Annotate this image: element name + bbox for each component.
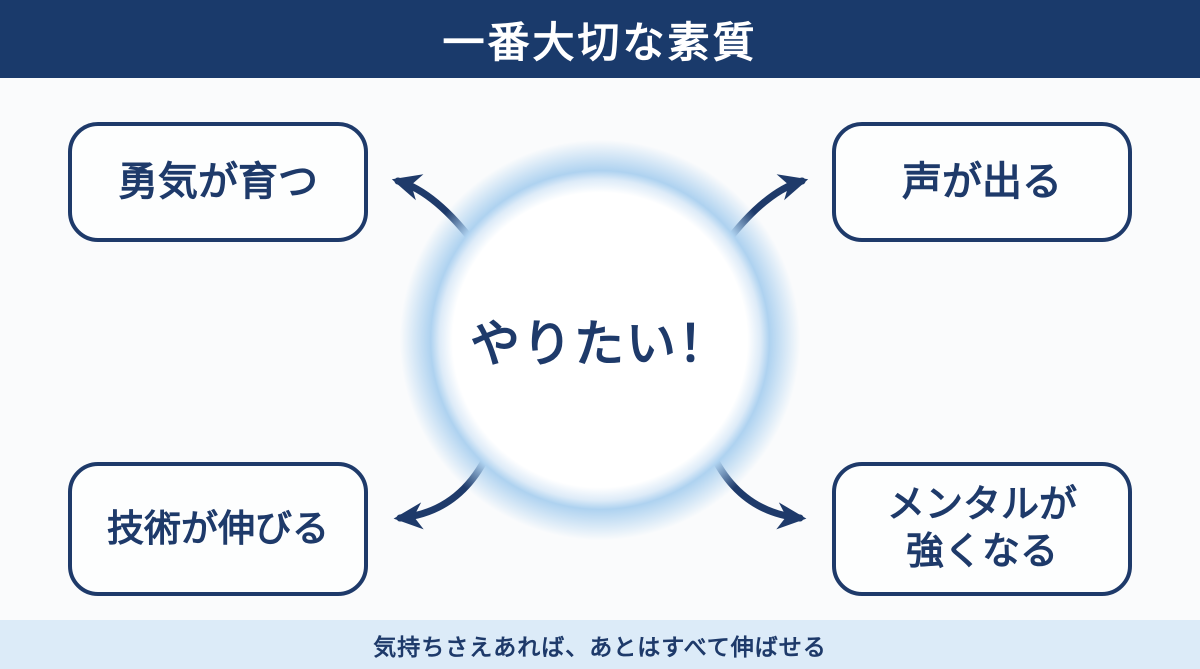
box-courage: 勇気が育つ (68, 122, 368, 242)
box-voice: 声が出る (832, 122, 1132, 242)
box-courage-label: 勇気が育つ (118, 160, 318, 204)
footer-text: 気持ちさえあれば、あとはすべて伸ばせる (373, 633, 827, 660)
footer-bar: 気持ちさえあれば、あとはすべて伸ばせる (0, 620, 1200, 669)
box-mental-label: メンタルが 強くなる (886, 483, 1077, 574)
box-skill-label: 技術が伸びる (107, 507, 329, 549)
box-skill: 技術が伸びる (68, 462, 368, 596)
box-voice-label: 声が出る (902, 160, 1062, 204)
page-title: 一番大切な素質 (442, 18, 758, 66)
title-bar: 一番大切な素質 (0, 0, 1200, 78)
center-circle: やりたい！ (380, 120, 820, 560)
center-label: やりたい！ (470, 316, 730, 372)
box-mental: メンタルが 強くなる (832, 462, 1132, 596)
